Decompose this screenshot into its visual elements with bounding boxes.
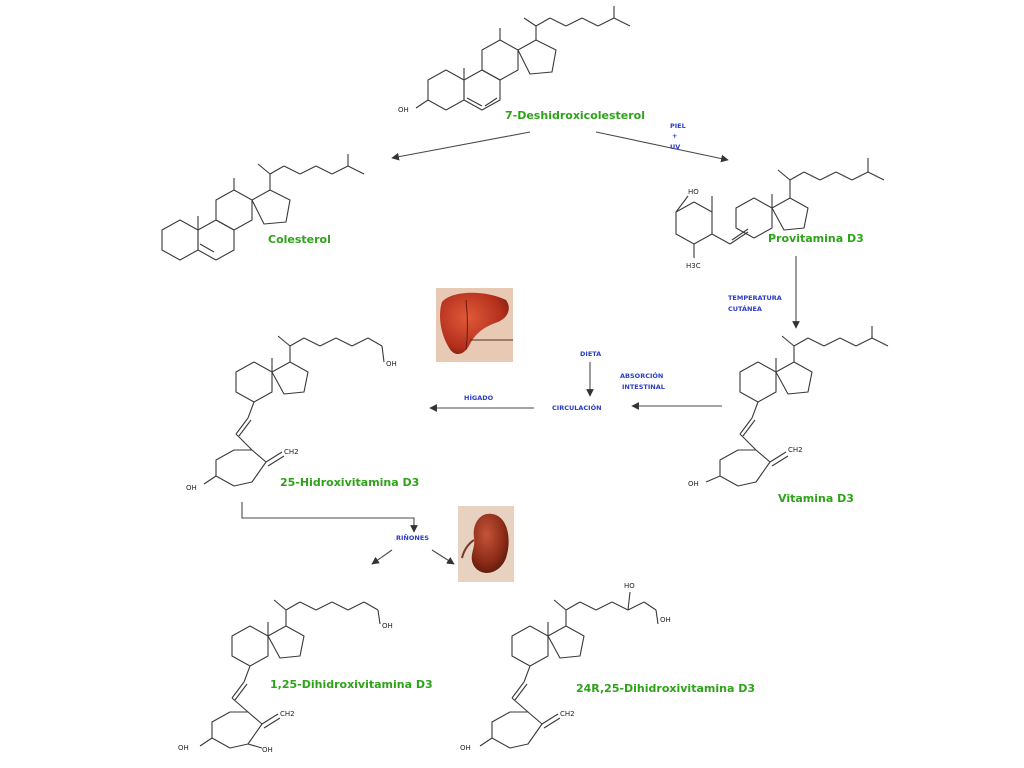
atom-label: OH bbox=[262, 746, 273, 754]
step-label-intestinal: INTESTINAL bbox=[622, 383, 665, 391]
step-label-rinones: RIÑONES bbox=[396, 533, 429, 542]
atom-label: OH bbox=[382, 622, 393, 630]
molecule-24r-25-dihidroxivitamina-d3 bbox=[479, 591, 659, 749]
molecule-vitamina-d3 bbox=[705, 326, 889, 487]
step-label-piel: PIEL bbox=[670, 122, 686, 130]
arrow-to-colesterol bbox=[391, 131, 531, 161]
atom-label: OH bbox=[186, 484, 197, 492]
compound-label-1-25-dihidroxivitamina-d3: 1,25-Dihidroxivitamina D3 bbox=[270, 678, 433, 691]
atom-label: OH bbox=[398, 106, 409, 114]
arrow-to-1-25-dihidroxivitamina bbox=[371, 549, 393, 565]
molecule-colesterol bbox=[161, 154, 365, 261]
atom-label: OH bbox=[460, 744, 471, 752]
step-label-circulacion: CIRCULACIÓN bbox=[552, 403, 602, 412]
atom-label: OH bbox=[688, 480, 699, 488]
atom-label: H3C bbox=[686, 262, 701, 270]
step-label-absorcion: ABSORCIÓN bbox=[620, 371, 663, 380]
compound-label-vitamina-d3: Vitamina D3 bbox=[778, 492, 854, 505]
atom-label: OH bbox=[178, 744, 189, 752]
atom-label: OH bbox=[660, 616, 671, 624]
molecule-1-25-dihidroxivitamina-d3 bbox=[199, 599, 381, 749]
arrow-to-24r-25-dihidroxivitamina bbox=[431, 549, 455, 565]
atom-label: HO bbox=[688, 188, 699, 196]
atom-label: HO bbox=[624, 582, 635, 590]
molecule-25-hidroxivitamina-d3 bbox=[203, 335, 385, 487]
step-label-plus: + bbox=[672, 132, 677, 140]
arrow-to-provitamina bbox=[595, 131, 729, 163]
step-label-uv: UV bbox=[670, 143, 680, 151]
step-label-cutanea: CUTÁNEA bbox=[728, 304, 762, 313]
atom-label: CH2 bbox=[284, 448, 299, 456]
step-label-temperatura: TEMPERATURA bbox=[728, 294, 782, 302]
atom-label: OH bbox=[386, 360, 397, 368]
atom-label: CH2 bbox=[560, 710, 575, 718]
atom-label: CH2 bbox=[280, 710, 295, 718]
compound-label-25-hidroxivitamina-d3: 25-Hidroxivitamina D3 bbox=[280, 476, 419, 489]
atom-label: CH2 bbox=[788, 446, 803, 454]
compound-label-colesterol: Colesterol bbox=[268, 233, 331, 246]
step-label-dieta: DIETA bbox=[580, 350, 601, 358]
liver-icon bbox=[436, 288, 513, 362]
kidney-icon bbox=[458, 506, 514, 582]
molecule-provitamina-d3 bbox=[675, 158, 885, 258]
compound-label-7-deshidroxicolesterol: 7-Deshidroxicolesterol bbox=[505, 109, 645, 122]
step-label-higado: HÍGADO bbox=[464, 393, 494, 402]
arrow-to-rinones bbox=[241, 502, 418, 533]
molecule-7-deshidroxicolesterol bbox=[415, 6, 631, 111]
compound-label-provitamina-d3: Provitamina D3 bbox=[768, 232, 864, 245]
compound-label-24r-25-dihidroxivitamina-d3: 24R,25-Dihidroxivitamina D3 bbox=[576, 682, 755, 695]
